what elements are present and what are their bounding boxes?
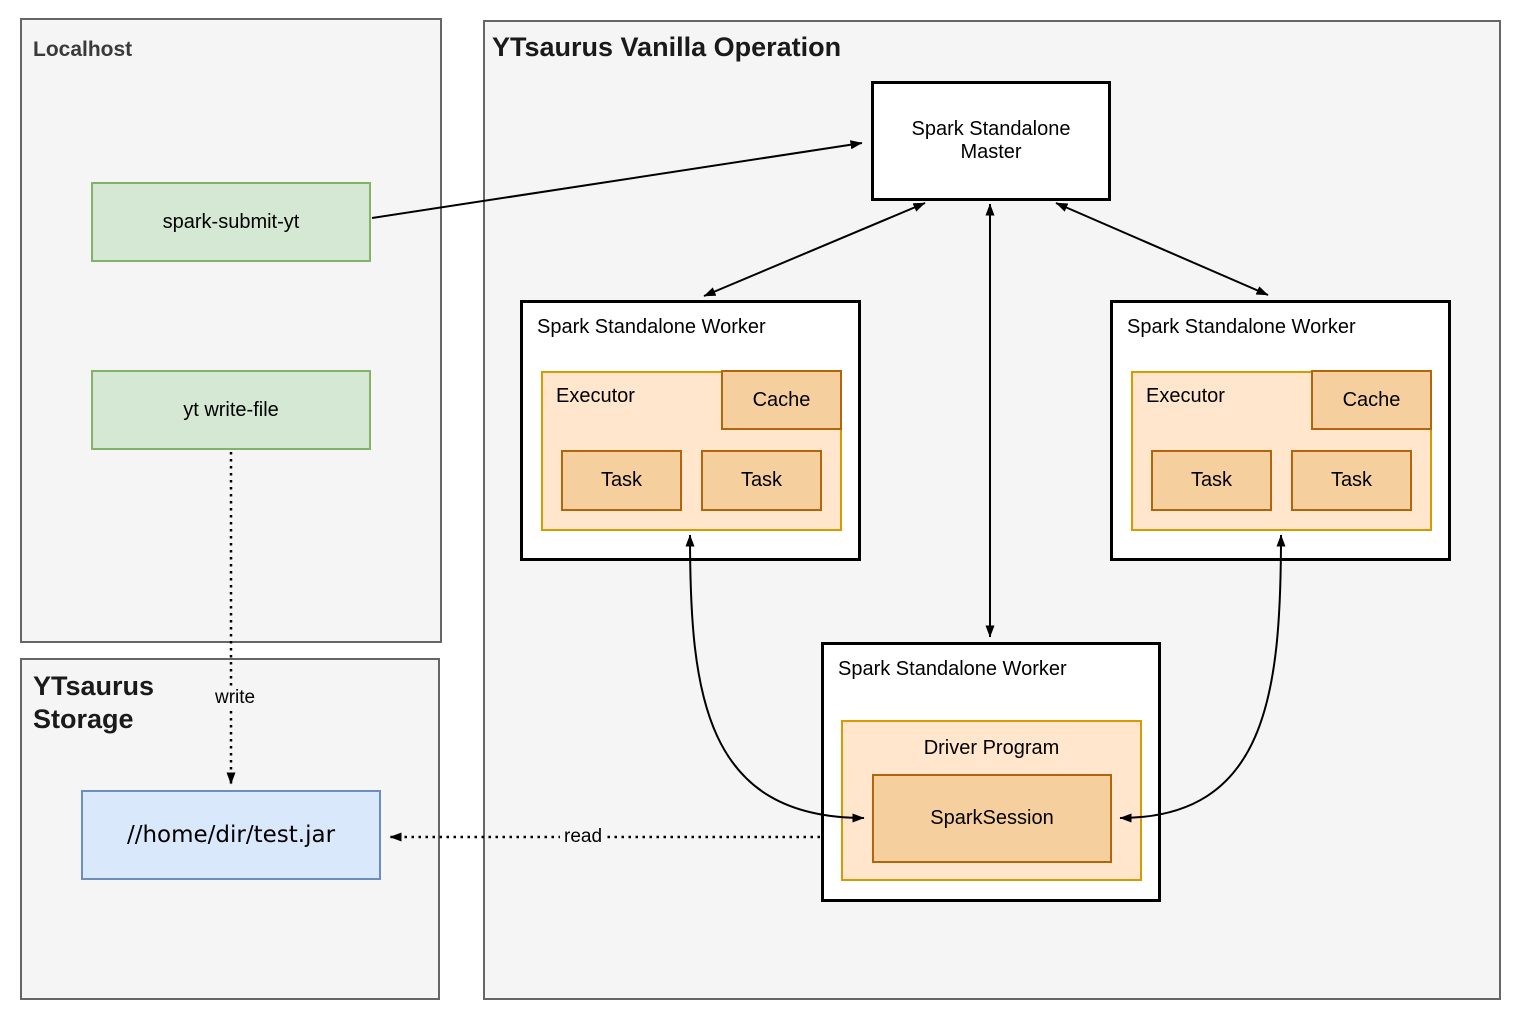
yt-write-file-box: yt write-file	[91, 370, 371, 450]
worker-right-title: Spark Standalone Worker	[1127, 316, 1356, 338]
task-left-1-box: Task	[561, 450, 682, 511]
executor-right-label: Executor	[1146, 385, 1225, 407]
spark-submit-yt-box: spark-submit-yt	[91, 182, 371, 262]
spark-session-box: SparkSession	[872, 774, 1112, 863]
spark-master-label: Spark Standalone Master	[911, 118, 1071, 163]
vanilla-operation-title: YTsaurus Vanilla Operation	[492, 32, 842, 62]
jar-file-box: //home/dir/test.jar	[81, 790, 381, 880]
task-left-2-label: Task	[740, 469, 783, 491]
task-left-1-label: Task	[600, 469, 643, 491]
write-edge-label: write	[211, 686, 260, 710]
task-left-2-box: Task	[701, 450, 822, 511]
task-right-2-box: Task	[1291, 450, 1412, 511]
localhost-title: Localhost	[33, 38, 133, 61]
jar-file-path: //home/dir/test.jar	[126, 822, 336, 848]
driver-program-label: Driver Program	[923, 737, 1060, 759]
localhost-container	[20, 18, 442, 643]
spark-submit-yt-label: spark-submit-yt	[162, 210, 300, 233]
cache-left-label: Cache	[752, 388, 811, 411]
cache-right-label: Cache	[1342, 388, 1401, 411]
task-right-2-label: Task	[1330, 469, 1373, 491]
yt-write-file-label: yt write-file	[183, 398, 279, 421]
executor-left-label: Executor	[556, 385, 635, 407]
task-right-1-label: Task	[1190, 469, 1233, 491]
ytsaurus-storage-title: YTsaurus Storage	[33, 671, 155, 734]
worker-left-title: Spark Standalone Worker	[537, 316, 766, 338]
read-edge-label: read	[560, 825, 607, 849]
task-right-1-box: Task	[1151, 450, 1272, 511]
cache-right-box: Cache	[1311, 370, 1432, 430]
worker-driver-title: Spark Standalone Worker	[838, 658, 1067, 680]
cache-left-box: Cache	[721, 370, 842, 430]
spark-master-box: Spark Standalone Master	[871, 81, 1111, 201]
spark-session-label: SparkSession	[930, 807, 1054, 829]
